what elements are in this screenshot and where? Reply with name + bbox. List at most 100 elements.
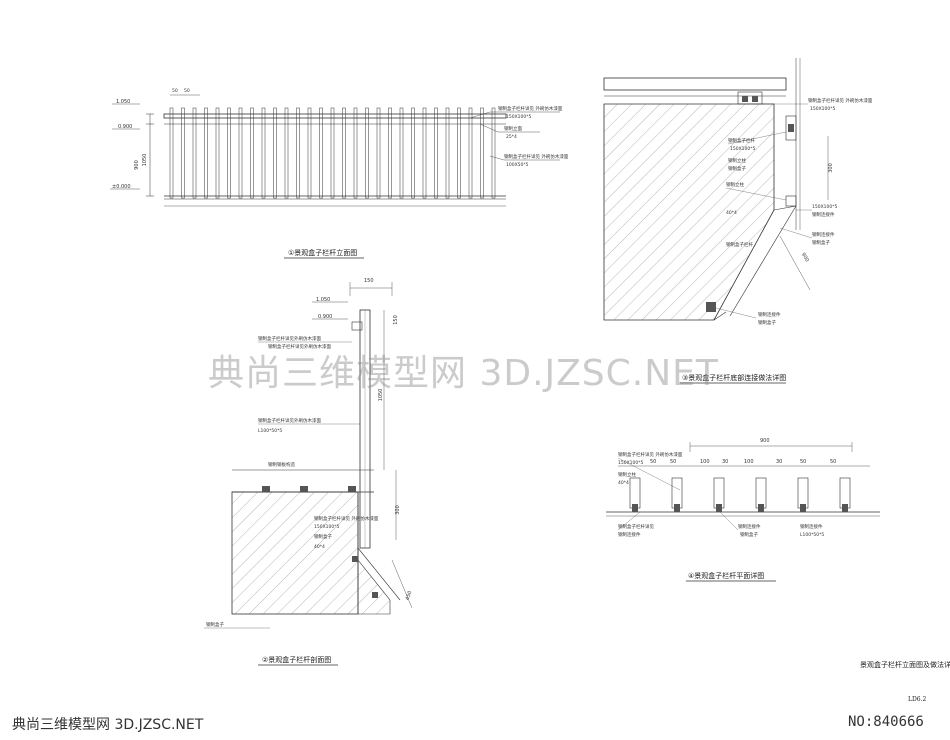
- picket: [434, 107, 438, 199]
- elev-dim-1050: 1050: [142, 154, 148, 167]
- picket: [399, 107, 404, 199]
- plan-post-base: [842, 504, 848, 512]
- picket: [261, 107, 266, 199]
- detail4-top-dim: 900: [760, 438, 770, 444]
- detail3-drawing: 300 900 钢制盒子栏杆详见 外刷仿木漆面 150X100*5 150X10…: [603, 58, 873, 384]
- detail4-note-3: 钢制立柱: [618, 471, 636, 478]
- spacing-label: 50: [830, 459, 836, 465]
- detail3-note-6: 钢制盒子: [728, 165, 746, 172]
- section-note-2: 钢制盒子栏杆详见外刷仿木漆面: [268, 343, 331, 350]
- plan-post-base: [632, 504, 638, 512]
- plan-post: [839, 477, 851, 509]
- section-level-900: 0.900: [318, 314, 332, 320]
- svg-text:钢制连接件: 钢制连接件: [758, 311, 781, 318]
- picket: [457, 107, 461, 199]
- picket: [445, 107, 450, 199]
- elev-level-900: 0.900: [118, 124, 132, 130]
- picket: [238, 107, 243, 199]
- svg-text:50: 50: [184, 88, 190, 94]
- elev-note-4: 25*4: [506, 134, 517, 140]
- elev-level-1050: 1.050: [116, 99, 130, 105]
- detail3-note-3: 钢制盒子栏杆: [728, 137, 755, 144]
- plan-post-base: [758, 504, 764, 512]
- section-dim-300: 300: [395, 505, 401, 515]
- picket: [376, 107, 381, 199]
- picket: [388, 107, 392, 199]
- svg-text:50: 50: [172, 88, 178, 94]
- section-note-7: 150X100*5: [314, 524, 340, 530]
- detail3-dim-900: 900: [800, 252, 810, 263]
- detail4-note-5: 钢制盒子栏杆详见: [618, 523, 654, 530]
- detail3-note-5: 钢制立柱: [728, 157, 746, 164]
- picket: [342, 107, 346, 199]
- title-block-title: 景观盒子栏杆立面图及做法详: [860, 661, 950, 669]
- plan-post: [713, 477, 725, 509]
- watermark: 典尚三维模型网 3D.JZSC.NET: [208, 353, 719, 394]
- detail4-caption: ④景观盒子栏杆平面详图: [688, 571, 764, 580]
- spacing-label: 50: [650, 459, 656, 465]
- section-note-5: 钢制钢板构造: [268, 461, 295, 468]
- detail4-note-2: 150X100*5: [618, 460, 644, 466]
- picket-group: [169, 107, 496, 199]
- spacing-label: 100: [744, 459, 754, 465]
- detail3-note-10: 150X100*5: [812, 204, 838, 210]
- plan-post: [755, 477, 767, 509]
- spacing-label: 50: [670, 459, 676, 465]
- detail3-note-12: 钢制连接件: [812, 231, 835, 238]
- section-dim-450: 450: [405, 590, 414, 601]
- detail3-dim-300: 300: [828, 163, 834, 173]
- plan-post: [671, 477, 683, 509]
- plan-post: [797, 477, 809, 509]
- elev-level-0: ±0.000: [112, 184, 131, 190]
- footer-right-id: NO:840666: [848, 714, 924, 730]
- section-note-8: 钢制盒子: [314, 533, 332, 540]
- section-top-dim: 150: [364, 278, 374, 284]
- footer-left-watermark: 典尚三维模型网 3D.JZSC.NET: [12, 717, 204, 733]
- picket: [365, 107, 369, 199]
- section-note-1: 钢制盒子栏杆详见外刷仿木漆面: [258, 335, 321, 342]
- elev-note-3: 钢制立面: [504, 125, 522, 132]
- section-level-1050: 1.050: [316, 297, 330, 303]
- picket: [330, 107, 335, 199]
- picket: [215, 107, 220, 199]
- picket: [181, 107, 185, 199]
- plan-post-base: [716, 504, 722, 512]
- detail3-note-2: 150X100*5: [810, 106, 836, 112]
- section-caption: ②景观盒子栏杆剖面图: [262, 655, 331, 664]
- picket: [284, 107, 289, 199]
- picket: [422, 107, 427, 199]
- picket: [169, 107, 174, 199]
- picket: [480, 107, 484, 199]
- picket: [192, 107, 197, 199]
- detail3-note-8: 40*4: [726, 210, 737, 216]
- section-drawing: 150 1050 150 300 450 1.050 0.900 钢制盒子: [204, 278, 414, 666]
- svg-text:钢制连接件: 钢制连接件: [618, 531, 641, 538]
- svg-text:L100*50*5: L100*50*5: [800, 532, 824, 538]
- detail4-note-6: 钢制连接件: [738, 523, 761, 530]
- picket: [250, 107, 254, 199]
- plan-post: [629, 477, 641, 509]
- detail4-note-4: 40*4: [618, 480, 629, 486]
- section-note-6: 钢制盒子栏杆详见 外刷仿木漆面: [314, 515, 379, 522]
- section-note-10: 钢制盒子: [206, 621, 224, 628]
- elev-dim-900: 900: [134, 160, 140, 170]
- section-dim-150: 150: [393, 315, 399, 325]
- plan-post-base: [800, 504, 806, 512]
- spacing-label: 30: [776, 459, 782, 465]
- elev-note-6: 100X50*5: [506, 162, 529, 168]
- detail4-note-7: 钢制盒子: [740, 531, 758, 538]
- picket: [307, 107, 312, 199]
- section-note-9: 40*4: [314, 544, 325, 550]
- section-note-3: 钢制盒子栏杆详见外刷仿木漆面: [258, 417, 321, 424]
- plan-post-base: [674, 504, 680, 512]
- picket: [227, 107, 231, 199]
- picket: [204, 107, 208, 199]
- detail3-note-4: 150X100*5: [730, 146, 756, 152]
- picket: [296, 107, 300, 199]
- picket: [319, 107, 323, 199]
- picket: [411, 107, 415, 199]
- picket: [468, 107, 473, 199]
